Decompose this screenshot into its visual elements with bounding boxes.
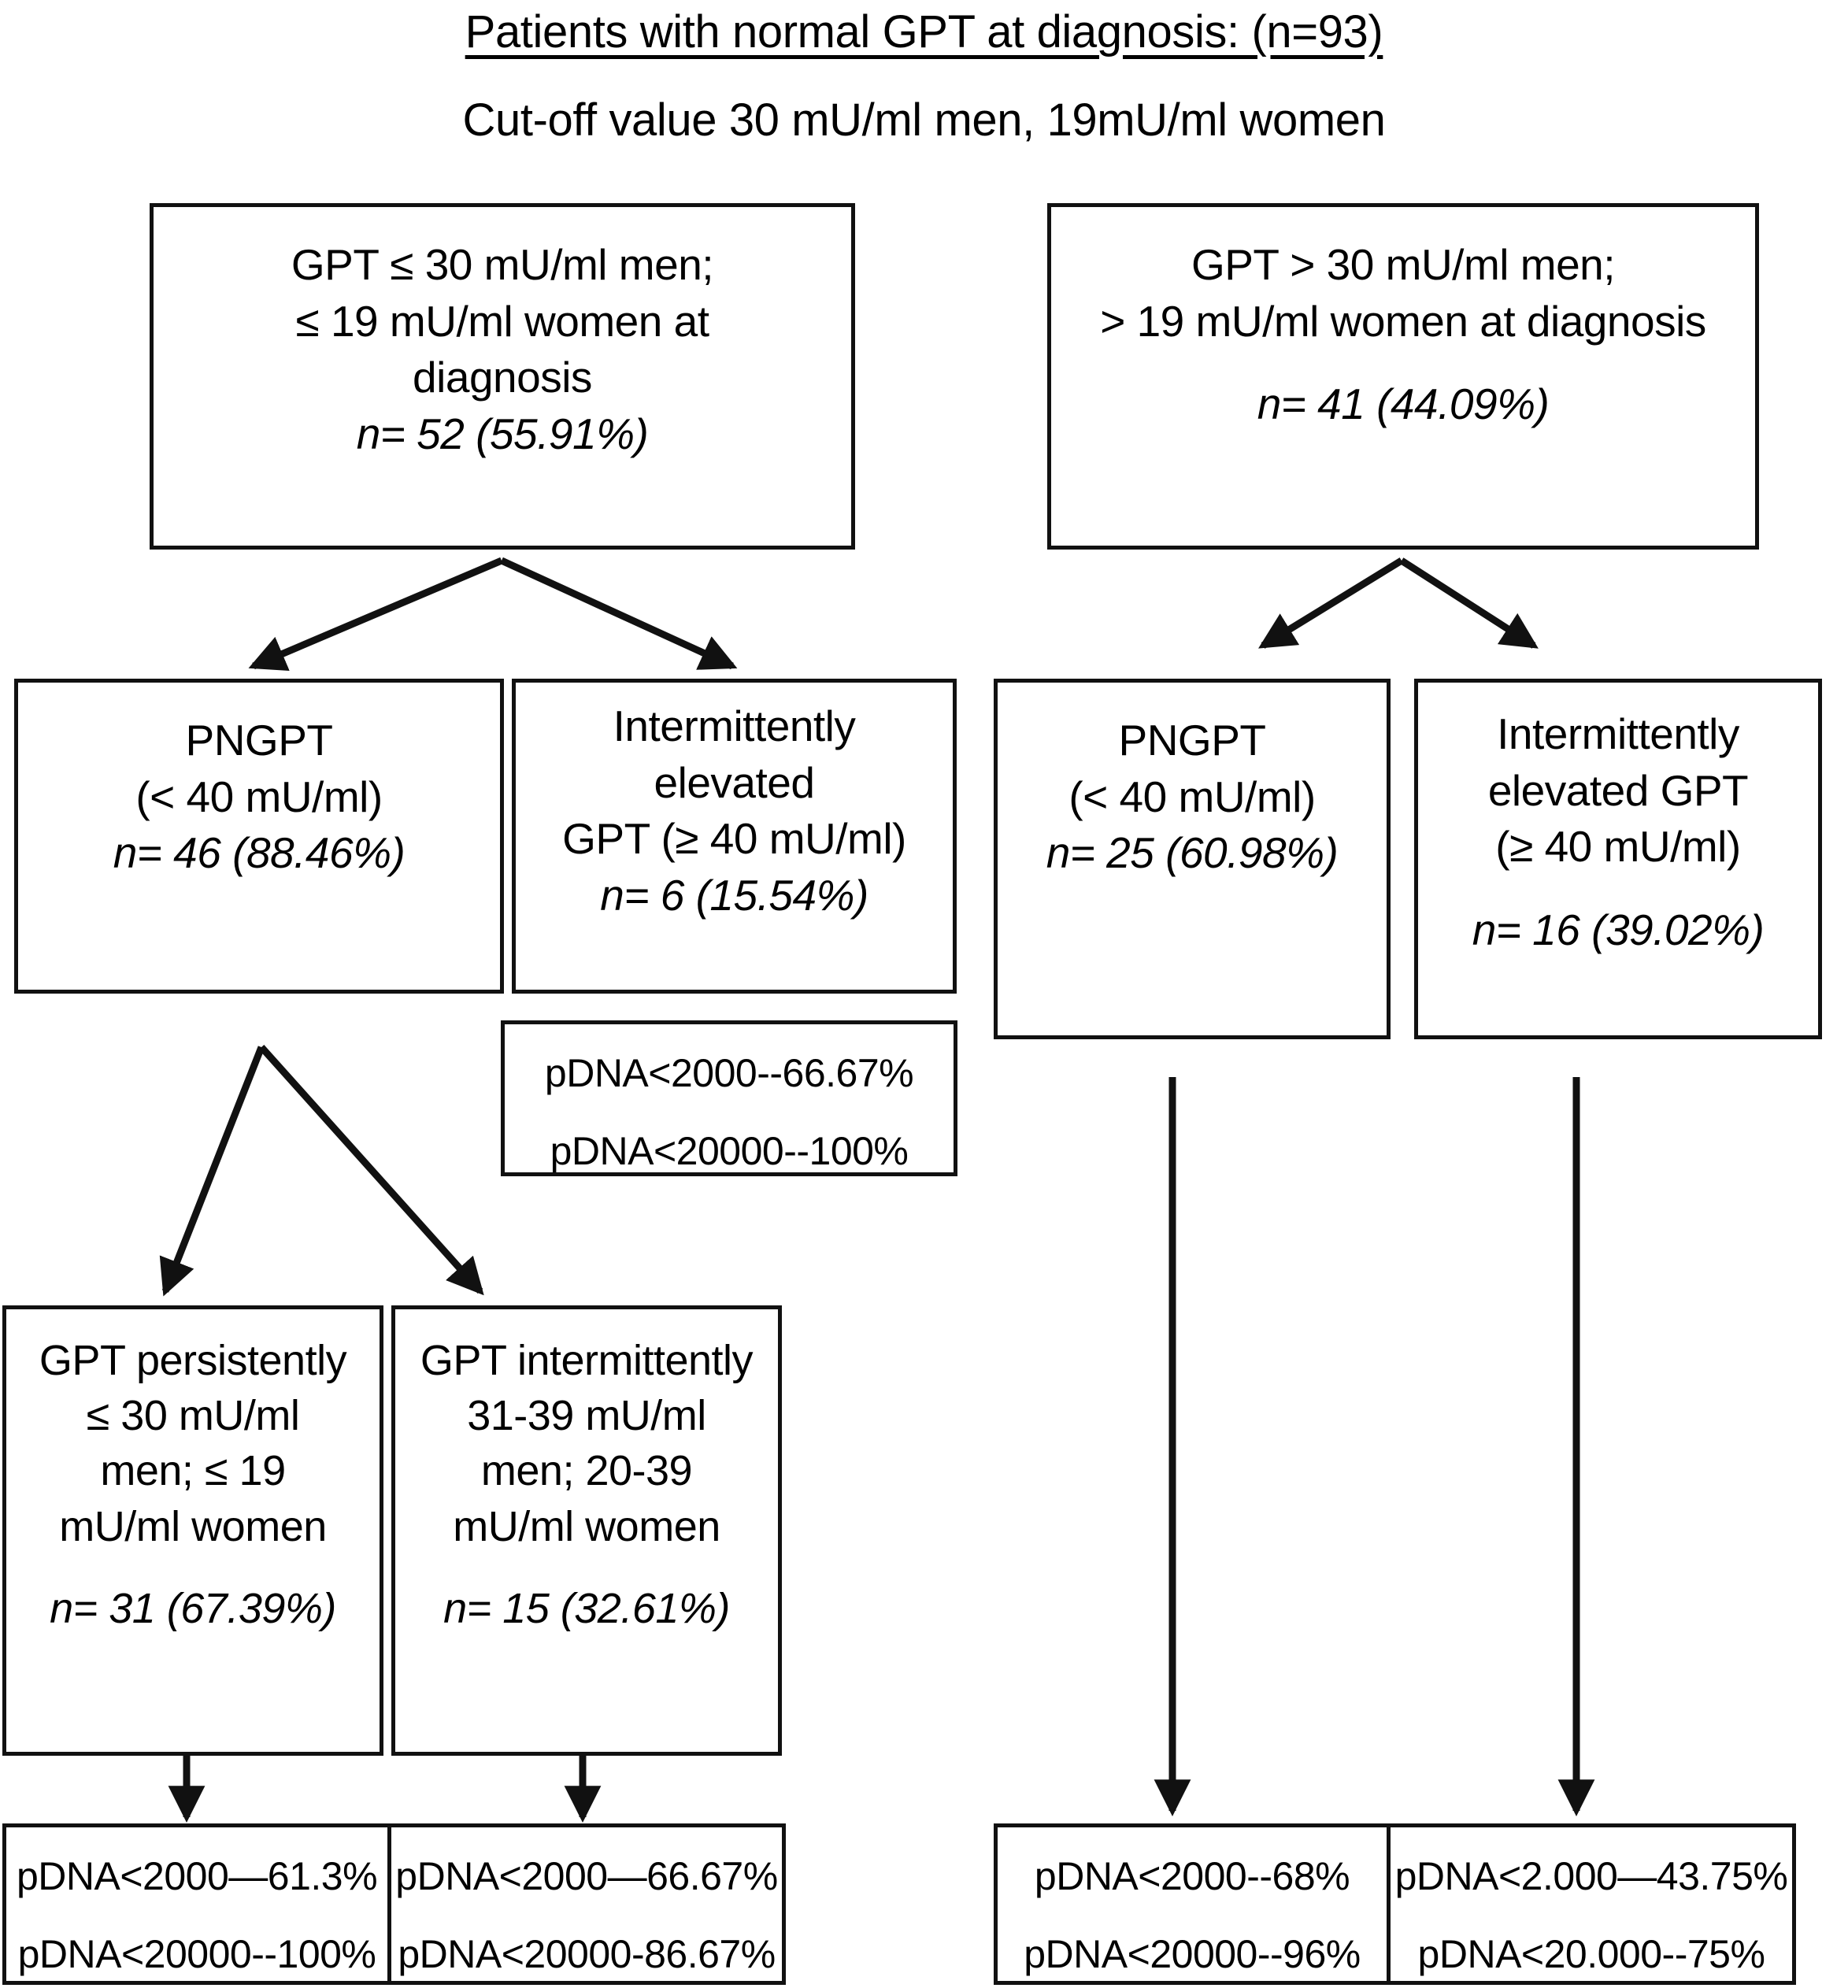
page-title: Patients with normal GPT at diagnosis: (… <box>465 6 1383 57</box>
box-gpt-persistent-line1: GPT persistently <box>39 1337 347 1384</box>
box-left-intermittent-pdna-line2: pDNA<20000--100% <box>550 1129 909 1173</box>
box-gpt-intermittent-3139[interactable]: GPT intermittently 31-39 mU/ml men; 20-3… <box>391 1305 782 1756</box>
box-left-pngpt-count: n= 46 (88.46%) <box>113 828 406 877</box>
arrow-pngpt-to-persistent <box>159 1046 265 1297</box>
arrow-right-root-to-pngpt <box>1258 557 1404 649</box>
box-pdna-right-pngpt[interactable]: pDNA<2000--68% pDNA<20000--96% <box>994 1823 1391 1985</box>
box-right-pngpt-line1: PNGPT <box>1118 716 1266 764</box>
box-pdna-right-intermittent[interactable]: pDNA<2.000—43.75% pDNA<20.000--75% <box>1387 1823 1796 1985</box>
box-right-intermittent-line2: elevated GPT <box>1487 765 1749 815</box>
box-left-pngpt-line2: (< 40 mU/ml) <box>135 772 383 821</box>
box-pdna-intermittent-3139-line2: pDNA<20000-86.67% <box>398 1932 776 1976</box>
box-left-root-line3: diagnosis <box>413 353 592 402</box>
box-pdna-right-pngpt-line2: pDNA<20000--96% <box>1024 1932 1361 1976</box>
box-left-pngpt[interactable]: PNGPT (< 40 mU/ml) n= 46 (88.46%) <box>14 679 504 994</box>
page-subtitle: Cut-off value 30 mU/ml men, 19mU/ml wome… <box>462 94 1386 146</box>
box-pdna-right-intermittent-line1: pDNA<2.000—43.75% <box>1394 1854 1788 1898</box>
box-left-intermittent-line3: GPT (≥ 40 mU/ml) <box>562 814 906 863</box>
box-right-pngpt-line2: (< 40 mU/ml) <box>1068 772 1316 821</box>
box-gpt-persistent-count: n= 31 (67.39%) <box>50 1584 336 1632</box>
box-pdna-right-pngpt-line1: pDNA<2000--68% <box>1034 1854 1350 1898</box>
box-gpt-persistent-line2: ≤ 30 mU/ml <box>86 1392 300 1440</box>
box-pdna-right-intermittent-line2: pDNA<20.000--75% <box>1417 1932 1765 1976</box>
box-right-intermittent-line3: (≥ 40 mU/ml) <box>1495 822 1741 871</box>
box-left-intermittent-pdna[interactable]: pDNA<2000--66.67% pDNA<20000--100% <box>501 1020 957 1176</box>
box-right-root-line2: > 19 mU/ml women at diagnosis <box>1100 296 1706 346</box>
box-pdna-persistent[interactable]: pDNA<2000—61.3% pDNA<20000--100% <box>2 1823 391 1985</box>
box-pdna-persistent-line1: pDNA<2000—61.3% <box>16 1854 378 1898</box>
box-gpt-intermittent-3139-line3: men; 20-39 <box>480 1447 693 1495</box>
box-right-intermittent-line1: Intermittently <box>1497 709 1739 758</box>
box-gpt-intermittent-3139-line4: mU/ml women <box>453 1502 720 1550</box>
box-right-pngpt[interactable]: PNGPT (< 40 mU/ml) n= 25 (60.98%) <box>994 679 1391 1039</box>
box-gpt-intermittent-3139-line2: 31-39 mU/ml <box>467 1392 706 1440</box>
box-right-intermittent-count: n= 16 (39.02%) <box>1472 905 1765 954</box>
box-gpt-intermittent-3139-line1: GPT intermittently <box>420 1337 754 1384</box>
box-left-intermittent-count: n= 6 (15.54%) <box>600 870 868 920</box>
box-left-intermittent[interactable]: Intermittently elevated GPT (≥ 40 mU/ml)… <box>512 679 957 994</box>
box-gpt-persistent-line3: men; ≤ 19 <box>100 1447 286 1495</box>
box-left-intermittent-line2: elevated <box>654 757 815 807</box>
box-left-intermittent-pdna-line1: pDNA<2000--66.67% <box>544 1051 914 1095</box>
box-gpt-intermittent-3139-count: n= 15 (32.61%) <box>443 1584 730 1632</box>
box-right-intermittent[interactable]: Intermittently elevated GPT (≥ 40 mU/ml)… <box>1414 679 1822 1039</box>
arrow-left-root-to-intermittent <box>500 557 738 670</box>
arrow-right-root-to-intermittent <box>1399 557 1539 649</box>
box-right-pngpt-count: n= 25 (60.98%) <box>1046 828 1339 877</box>
box-left-root-line2: ≤ 19 mU/ml women at <box>295 296 709 346</box>
box-pdna-intermittent-3139[interactable]: pDNA<2000—66.67% pDNA<20000-86.67% <box>387 1823 786 1985</box>
box-gpt-persistent[interactable]: GPT persistently ≤ 30 mU/ml men; ≤ 19 mU… <box>2 1305 383 1756</box>
box-left-intermittent-line1: Intermittently <box>613 702 856 750</box>
arrow-pngpt-to-intermittent3139 <box>258 1044 484 1296</box>
arrow-left-root-to-pngpt <box>248 557 503 671</box>
box-right-root-line1: GPT > 30 mU/ml men; <box>1191 240 1616 289</box>
box-right-root-count: n= 41 (44.09%) <box>1257 379 1550 428</box>
box-left-root-line1: GPT ≤ 30 mU/ml men; <box>291 240 714 289</box>
box-pdna-intermittent-3139-line1: pDNA<2000—66.67% <box>395 1854 778 1898</box>
box-left-root[interactable]: GPT ≤ 30 mU/ml men; ≤ 19 mU/ml women at … <box>150 203 855 550</box>
box-gpt-persistent-line4: mU/ml women <box>59 1502 327 1550</box>
box-pdna-persistent-line2: pDNA<20000--100% <box>17 1932 376 1976</box>
box-right-root[interactable]: GPT > 30 mU/ml men; > 19 mU/ml women at … <box>1047 203 1759 550</box>
box-left-root-count: n= 52 (55.91%) <box>356 409 649 458</box>
box-left-pngpt-line1: PNGPT <box>185 716 333 764</box>
